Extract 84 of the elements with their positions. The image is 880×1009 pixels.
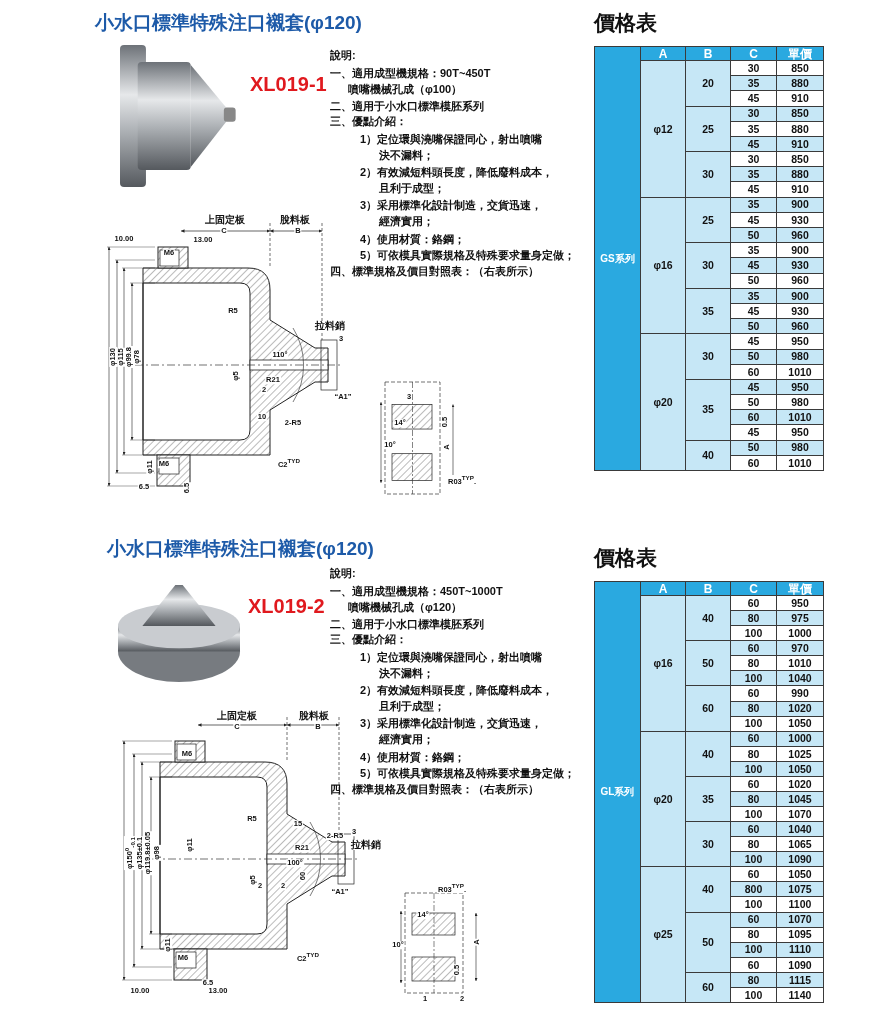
- table-cell: 30: [685, 333, 731, 380]
- table-cell: 100: [730, 851, 777, 868]
- table-cell: 30: [685, 242, 731, 289]
- table-cell: 35: [730, 75, 777, 92]
- part-label: 脫料板: [298, 711, 330, 721]
- table-cell: 40: [685, 866, 731, 913]
- description-text: 1）定位環與澆嘴保證同心，射出噴嘴決不漏料；: [360, 649, 544, 682]
- table-cell: 970: [776, 640, 824, 657]
- description-text: 三、優點介紹：: [330, 113, 407, 129]
- table-cell: 35: [730, 166, 777, 183]
- description-text: 3）采用標準化設計制造，交貨迅速，經濟實用；: [360, 197, 544, 230]
- description-text: 2）有效減短料頭長度，降低廢料成本，且利于成型；: [360, 164, 555, 197]
- product-code: XL019-1: [250, 74, 327, 94]
- description-text: 說明:: [330, 47, 356, 63]
- table-cell: φ20: [640, 333, 686, 471]
- table-cell: 45: [730, 257, 777, 274]
- table-cell: 25: [685, 105, 731, 153]
- table-cell: 1040: [776, 670, 824, 687]
- table-cell: 80: [730, 610, 777, 627]
- table-cell: 30: [685, 821, 731, 868]
- table-cell: 50: [730, 227, 777, 244]
- description-text: 4）使用材質：鉻鋼；: [360, 749, 466, 765]
- table-cell: φ20: [640, 730, 686, 868]
- table-cell: φ12: [640, 60, 686, 198]
- table-cell: 60: [685, 685, 731, 732]
- table-cell: 60: [730, 409, 777, 426]
- table-cell: 35: [685, 378, 731, 441]
- description-text: 2）有效減短料頭長度，降低廢料成本，且利于成型；: [360, 682, 555, 715]
- description-text: 5）可依模具實際規格及特殊要求量身定做；: [360, 765, 576, 781]
- description-text: 1）定位環與澆嘴保證同心，射出噴嘴決不漏料；: [360, 131, 544, 164]
- description-text: 噴嘴機械孔成（φ100）: [348, 81, 463, 97]
- series-cell: GS系列: [594, 46, 641, 471]
- table-cell: 1090: [776, 851, 824, 868]
- description-text: 三、優點介紹：: [330, 631, 407, 647]
- part-label: 脫料板: [279, 215, 311, 225]
- table-cell: 960: [776, 227, 824, 244]
- part-label: 上固定板: [216, 711, 258, 721]
- description-text: 二、適用于小水口標準模胚系列: [330, 616, 484, 632]
- table-cell: 40: [685, 595, 731, 642]
- table-cell: 40: [685, 730, 731, 777]
- series-cell: GL系列: [594, 581, 641, 1003]
- table-cell: 880: [776, 166, 824, 183]
- table-cell: 800: [730, 881, 777, 898]
- table-cell: 50: [685, 640, 731, 687]
- table-cell: 40: [685, 439, 731, 471]
- description-text: 四、標準規格及價目對照表：（右表所示）: [330, 781, 539, 797]
- table-cell: 1040: [776, 821, 824, 838]
- table-cell: 960: [776, 318, 824, 335]
- table-title: 價格表: [594, 546, 657, 568]
- description-text: 4）使用材質：鉻鋼；: [360, 231, 466, 247]
- table-cell: 60: [685, 971, 731, 1003]
- table-cell: 50: [685, 911, 731, 973]
- table-cell: 20: [685, 60, 731, 107]
- table-cell: 1010: [776, 409, 824, 426]
- table-cell: 100: [730, 670, 777, 687]
- part-label: 拉料銷: [350, 840, 382, 850]
- table-cell: 930: [776, 257, 824, 274]
- table-cell: 880: [776, 75, 824, 92]
- table-cell: 975: [776, 610, 824, 627]
- table-cell: 1075: [776, 881, 824, 898]
- table-cell: 25: [685, 196, 731, 244]
- product-code: XL019-2: [248, 596, 325, 616]
- part-label: 拉料銷: [314, 321, 346, 331]
- table-cell: φ16: [640, 196, 686, 335]
- table-cell: 35: [685, 775, 731, 823]
- description-text: 一、適用成型機規格：450T~1000T: [330, 583, 503, 599]
- description-text: 3）采用標準化設計制造，交貨迅速，經濟實用；: [360, 715, 544, 748]
- description-text: 二、適用于小水口標準模胚系列: [330, 98, 484, 114]
- section-title: 小水口標準特殊注口襯套(φ120): [95, 12, 362, 32]
- table-title: 價格表: [594, 11, 657, 33]
- table-cell: 60: [730, 821, 777, 838]
- description-text: 5）可依模具實際規格及特殊要求量身定做；: [360, 247, 576, 263]
- table-cell: φ25: [640, 866, 686, 1003]
- description-text: 噴嘴機械孔成（φ120）: [348, 599, 463, 615]
- description-text: 說明:: [330, 565, 356, 581]
- table-cell: 35: [685, 287, 731, 335]
- table-cell: 60: [730, 640, 777, 657]
- section-title: 小水口標準特殊注口襯套(φ120): [107, 538, 374, 558]
- table-cell: φ16: [640, 595, 686, 732]
- table-cell: 50: [730, 318, 777, 335]
- description-text: 一、適用成型機規格：90T~450T: [330, 65, 491, 81]
- description-text: 四、標準規格及價目對照表：（右表所示）: [330, 263, 539, 279]
- table-cell: 30: [685, 151, 731, 198]
- part-label: 上固定板: [204, 215, 246, 225]
